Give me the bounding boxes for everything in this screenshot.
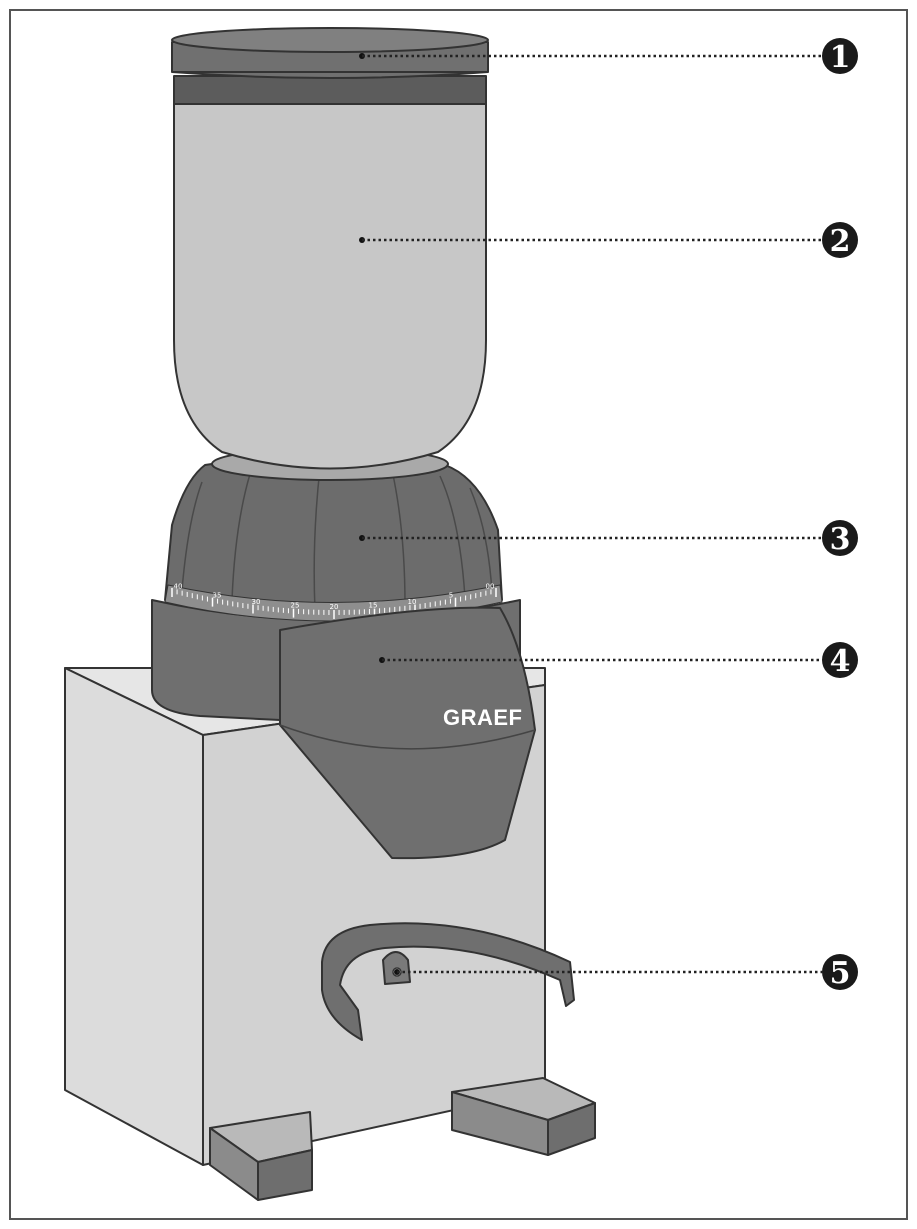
callout-number: 1: [830, 40, 851, 75]
hopper-body: [173, 97, 487, 470]
lid-top: [171, 27, 489, 53]
scale-label: 20: [330, 603, 339, 611]
spout-collar-line: [279, 724, 536, 750]
callout-4: 4: [379, 642, 858, 679]
callout-badge: [822, 38, 858, 74]
callout-number: 2: [830, 224, 851, 259]
callout-5: 5: [394, 954, 858, 991]
callout-layer: 1 2 3 4 5: [359, 38, 858, 991]
brand-logo: GRAEF: [443, 705, 523, 730]
holder-fork: [321, 922, 575, 1041]
scale-label: 30: [252, 598, 261, 606]
scale-label: 40: [174, 583, 183, 591]
adjuster-rib: [313, 467, 321, 611]
scale-label: 5: [449, 592, 453, 600]
adjuster-rib: [469, 487, 493, 593]
scale-label: 25: [291, 602, 300, 610]
scale-label: 35: [213, 592, 222, 600]
adjuster-rib: [231, 473, 251, 601]
adjuster-rib: [181, 481, 203, 591]
callout-badge: [822, 954, 858, 990]
scale-label: 00: [486, 583, 495, 591]
scale-label: 15: [369, 602, 378, 610]
hopper-lid: [171, 27, 489, 79]
callout-3: 3: [359, 520, 858, 557]
callout-badge: [822, 520, 858, 556]
adjuster-rib: [391, 469, 406, 606]
callout-number: 4: [830, 644, 851, 679]
adjuster-rib: [439, 475, 466, 599]
callout-number: 3: [830, 522, 851, 557]
hopper-top-band: [173, 75, 487, 105]
callout-2: 2: [359, 222, 858, 259]
callout-1: 1: [359, 38, 858, 75]
foot-right-front: [547, 1102, 596, 1156]
grounds-spout: GRAEF: [279, 606, 536, 860]
bean-hopper: [173, 75, 487, 481]
grinder-feet: [209, 1077, 596, 1201]
spout-body: [279, 606, 536, 860]
base-left-face: [64, 667, 204, 1166]
callout-badge: [822, 642, 858, 678]
callout-badge: [822, 222, 858, 258]
portafilter-holder: [321, 922, 575, 1041]
callout-number: 5: [830, 956, 851, 991]
grind-scale-ticks: 40 35 30 25 20 15 10 5 00: [171, 583, 497, 619]
foot-left-front: [257, 1149, 313, 1201]
scale-label: 10: [408, 598, 417, 606]
